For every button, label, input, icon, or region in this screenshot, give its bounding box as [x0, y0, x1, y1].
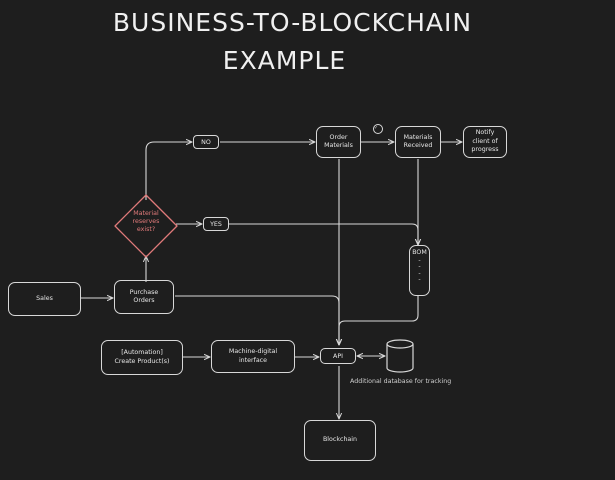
arrow-po-to-api: [175, 295, 339, 345]
bom-node: BOM - - - -: [409, 245, 430, 296]
machine-digital-interface-node: Machine-digital interface: [211, 340, 295, 373]
bom-label: BOM: [412, 249, 427, 256]
arrow-yes-to-bom: [229, 223, 418, 245]
database-note: Additional database for tracking: [350, 378, 452, 385]
diagram-title-line1: BUSINESS-TO-BLOCKCHAIN: [112, 8, 473, 37]
decision-diamond: [114, 194, 178, 258]
database-cylinder-icon: [386, 339, 414, 373]
blockchain-node: Blockchain: [304, 420, 376, 461]
bom-items: - - - -: [418, 256, 421, 284]
arrow-bom-to-api: [339, 296, 419, 345]
notify-client-node: Notify client of progress: [463, 126, 507, 158]
yes-label: YES: [203, 217, 229, 231]
check-mark-glyph: ✓: [374, 125, 379, 131]
no-label: NO: [193, 135, 219, 149]
diagram-title-line2: EXAMPLE: [222, 46, 347, 75]
order-materials-node: Order Materials: [316, 126, 361, 158]
materials-received-node: Materials Received: [395, 126, 441, 158]
api-node: API: [320, 348, 356, 364]
check-circle-icon: [373, 124, 383, 134]
create-products-node: [Automation] Create Product(s): [101, 340, 183, 375]
purchase-orders-node: Purchase Orders: [114, 280, 174, 314]
arrow-decision-to-no: [145, 142, 192, 200]
sales-node: Sales: [8, 282, 81, 316]
material-reserves-decision-label: Material reserves exist?: [132, 210, 160, 234]
